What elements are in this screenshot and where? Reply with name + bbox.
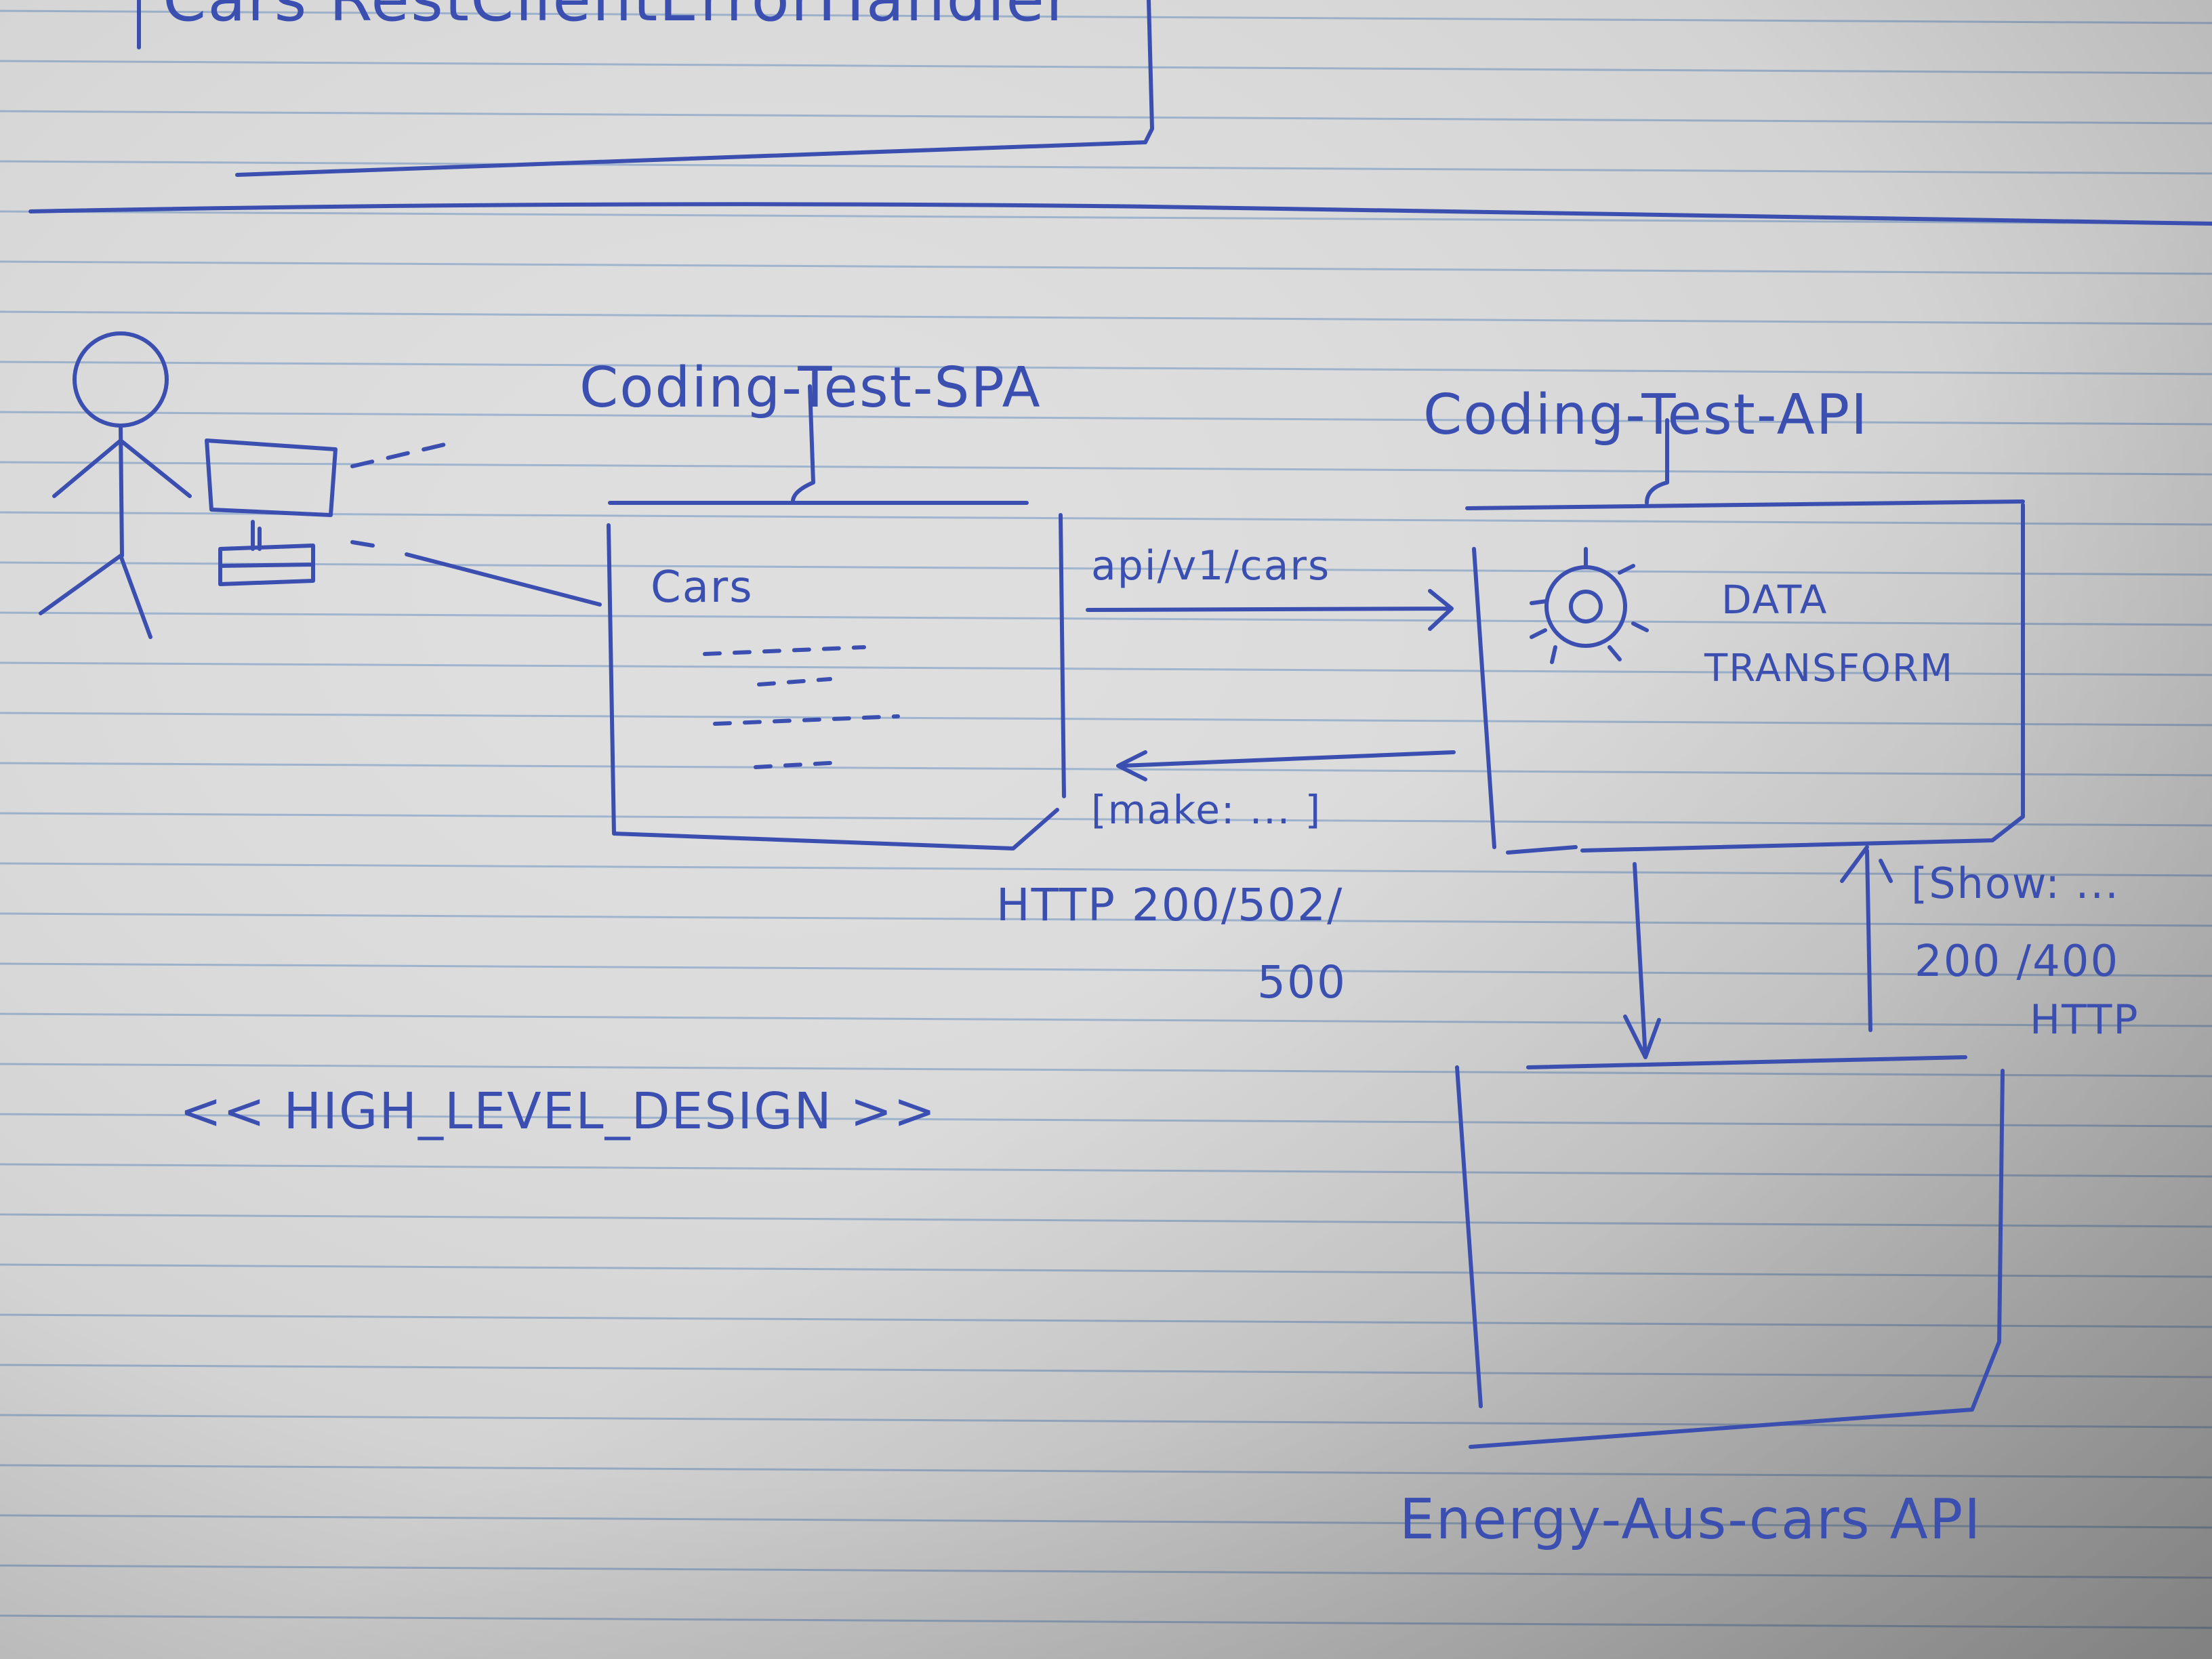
user-actor-icon <box>39 331 192 639</box>
spa-title: Coding-Test-SPA <box>579 356 1042 420</box>
top-box-outline <box>137 0 1154 177</box>
external-api-box <box>1455 1055 2005 1449</box>
gear-icon <box>1530 547 1649 664</box>
computer-icon <box>205 438 337 586</box>
request-label: api/v1/cars <box>1091 542 1330 590</box>
spa-status-line1: HTTP 200/502/ <box>996 879 1343 931</box>
api-component-line2: TRANSFORM <box>1704 647 1954 691</box>
spa-box-label: Cars <box>651 562 754 613</box>
api-to-external-arrow <box>1623 862 1661 1059</box>
spa-status-line2: 500 <box>1257 956 1347 1008</box>
request-arrow <box>1086 589 1454 631</box>
external-to-api-arrow <box>1840 845 1893 1032</box>
user-to-spa-connector <box>350 540 602 607</box>
spa-title-bracket <box>608 384 1029 505</box>
spa-box <box>607 513 1066 851</box>
api-component-line1: DATA <box>1721 577 1828 623</box>
top-partial-heading: Cars RestClientErrorHandler <box>163 0 1073 35</box>
spa-list-placeholder <box>703 645 900 769</box>
api-box <box>1472 503 2025 855</box>
external-status-line2: HTTP <box>2030 996 2139 1044</box>
external-response-label: [Show: ... <box>1911 859 2120 908</box>
design-caption: << HIGH_LEVEL_DESIGN >> <box>180 1082 937 1141</box>
response-label: [make: ... ] <box>1091 787 1322 833</box>
external-status-line1: 200 /400 <box>1914 937 2119 987</box>
external-api-title: Energy-Aus-cars API <box>1399 1488 1982 1552</box>
section-divider <box>28 202 2212 226</box>
user-to-spa-dashes <box>350 442 449 468</box>
api-title-bracket <box>1465 418 2025 510</box>
api-title: Coding-Test-API <box>1423 383 1868 447</box>
response-arrow <box>1116 750 1456 781</box>
